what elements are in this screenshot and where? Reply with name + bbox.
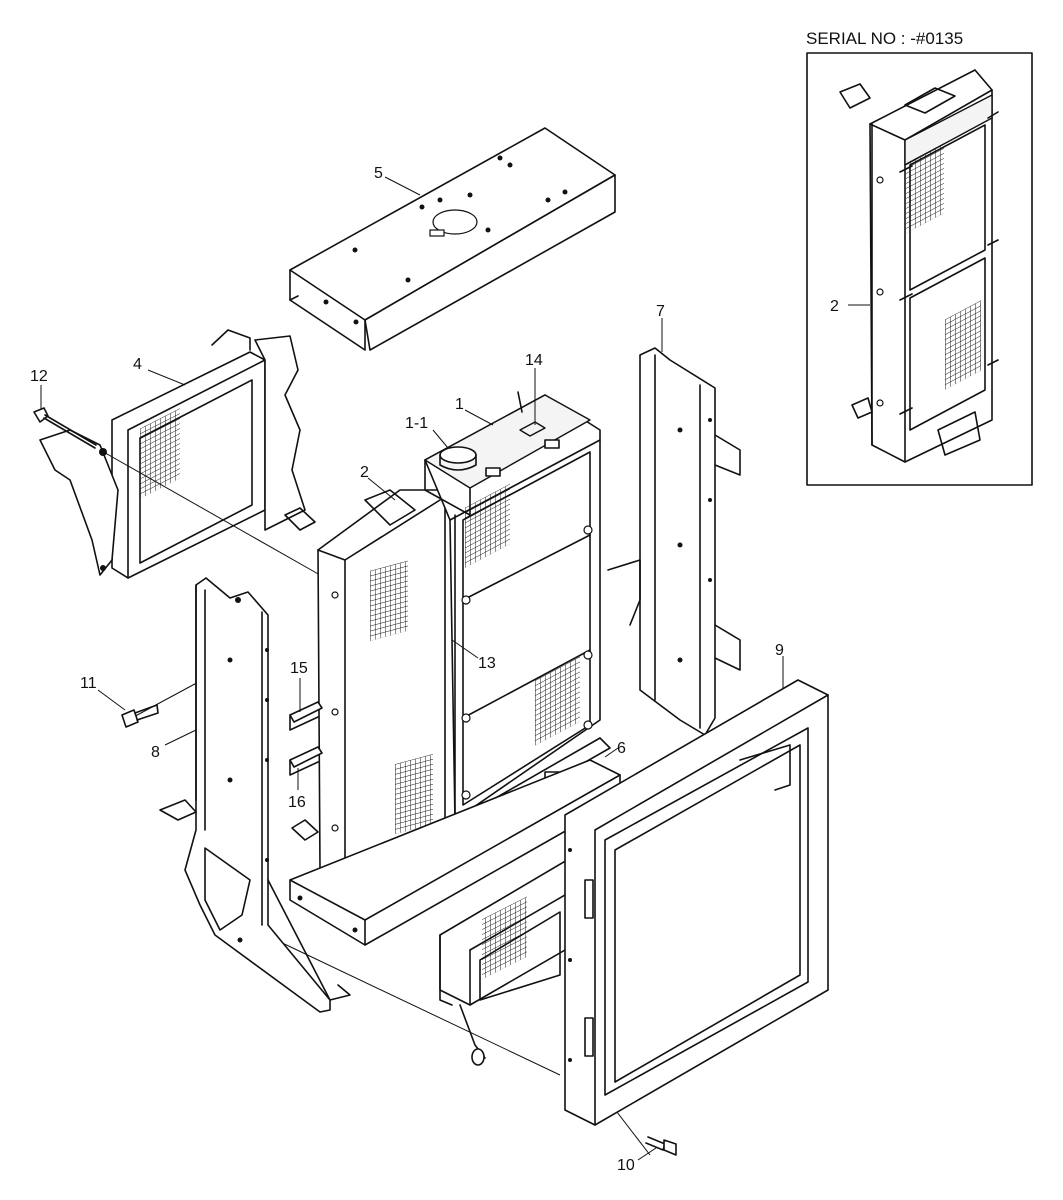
callout-12: 12 bbox=[30, 368, 48, 385]
callout-13: 13 bbox=[478, 655, 496, 672]
callout-14: 14 bbox=[525, 352, 543, 369]
part-1-1-radiator-cap bbox=[439, 446, 477, 471]
part-10-bolt bbox=[645, 1136, 677, 1156]
part-2-oil-cooler bbox=[284, 489, 446, 879]
part-11-bolt bbox=[121, 704, 159, 728]
part-7-right-bracket bbox=[607, 347, 741, 736]
callout-8: 8 bbox=[151, 744, 160, 761]
callout-2-inset: 2 bbox=[830, 298, 839, 315]
inset-cooler-2 bbox=[839, 69, 999, 463]
callout-5: 5 bbox=[374, 165, 383, 182]
callout-2: 2 bbox=[360, 464, 369, 481]
callout-1: 1 bbox=[455, 396, 464, 413]
callout-4: 4 bbox=[133, 356, 142, 373]
part-1-radiator bbox=[424, 394, 611, 839]
serial-inset: SERIAL NO : -#0135 2 bbox=[806, 29, 1033, 486]
serial-inset-frame bbox=[806, 52, 1033, 486]
part-5-top-cover bbox=[289, 127, 616, 351]
callout-6: 6 bbox=[617, 740, 626, 757]
serial-title: SERIAL NO : -#0135 bbox=[806, 29, 963, 48]
part-4-intercooler bbox=[39, 329, 306, 579]
callout-7: 7 bbox=[656, 303, 665, 320]
callout-15: 15 bbox=[290, 660, 308, 677]
callout-11: 11 bbox=[80, 675, 97, 692]
part-16-bracket bbox=[289, 746, 323, 776]
callout-16: 16 bbox=[288, 794, 306, 811]
callout-9: 9 bbox=[775, 642, 784, 659]
part-15-bracket bbox=[289, 701, 323, 731]
callout-1-1: 1-1 bbox=[405, 415, 428, 432]
part-14-label-plate bbox=[517, 391, 546, 437]
callout-10: 10 bbox=[617, 1157, 635, 1174]
part-9-front-frame bbox=[564, 679, 829, 1126]
part-8-left-bracket bbox=[159, 577, 351, 1013]
